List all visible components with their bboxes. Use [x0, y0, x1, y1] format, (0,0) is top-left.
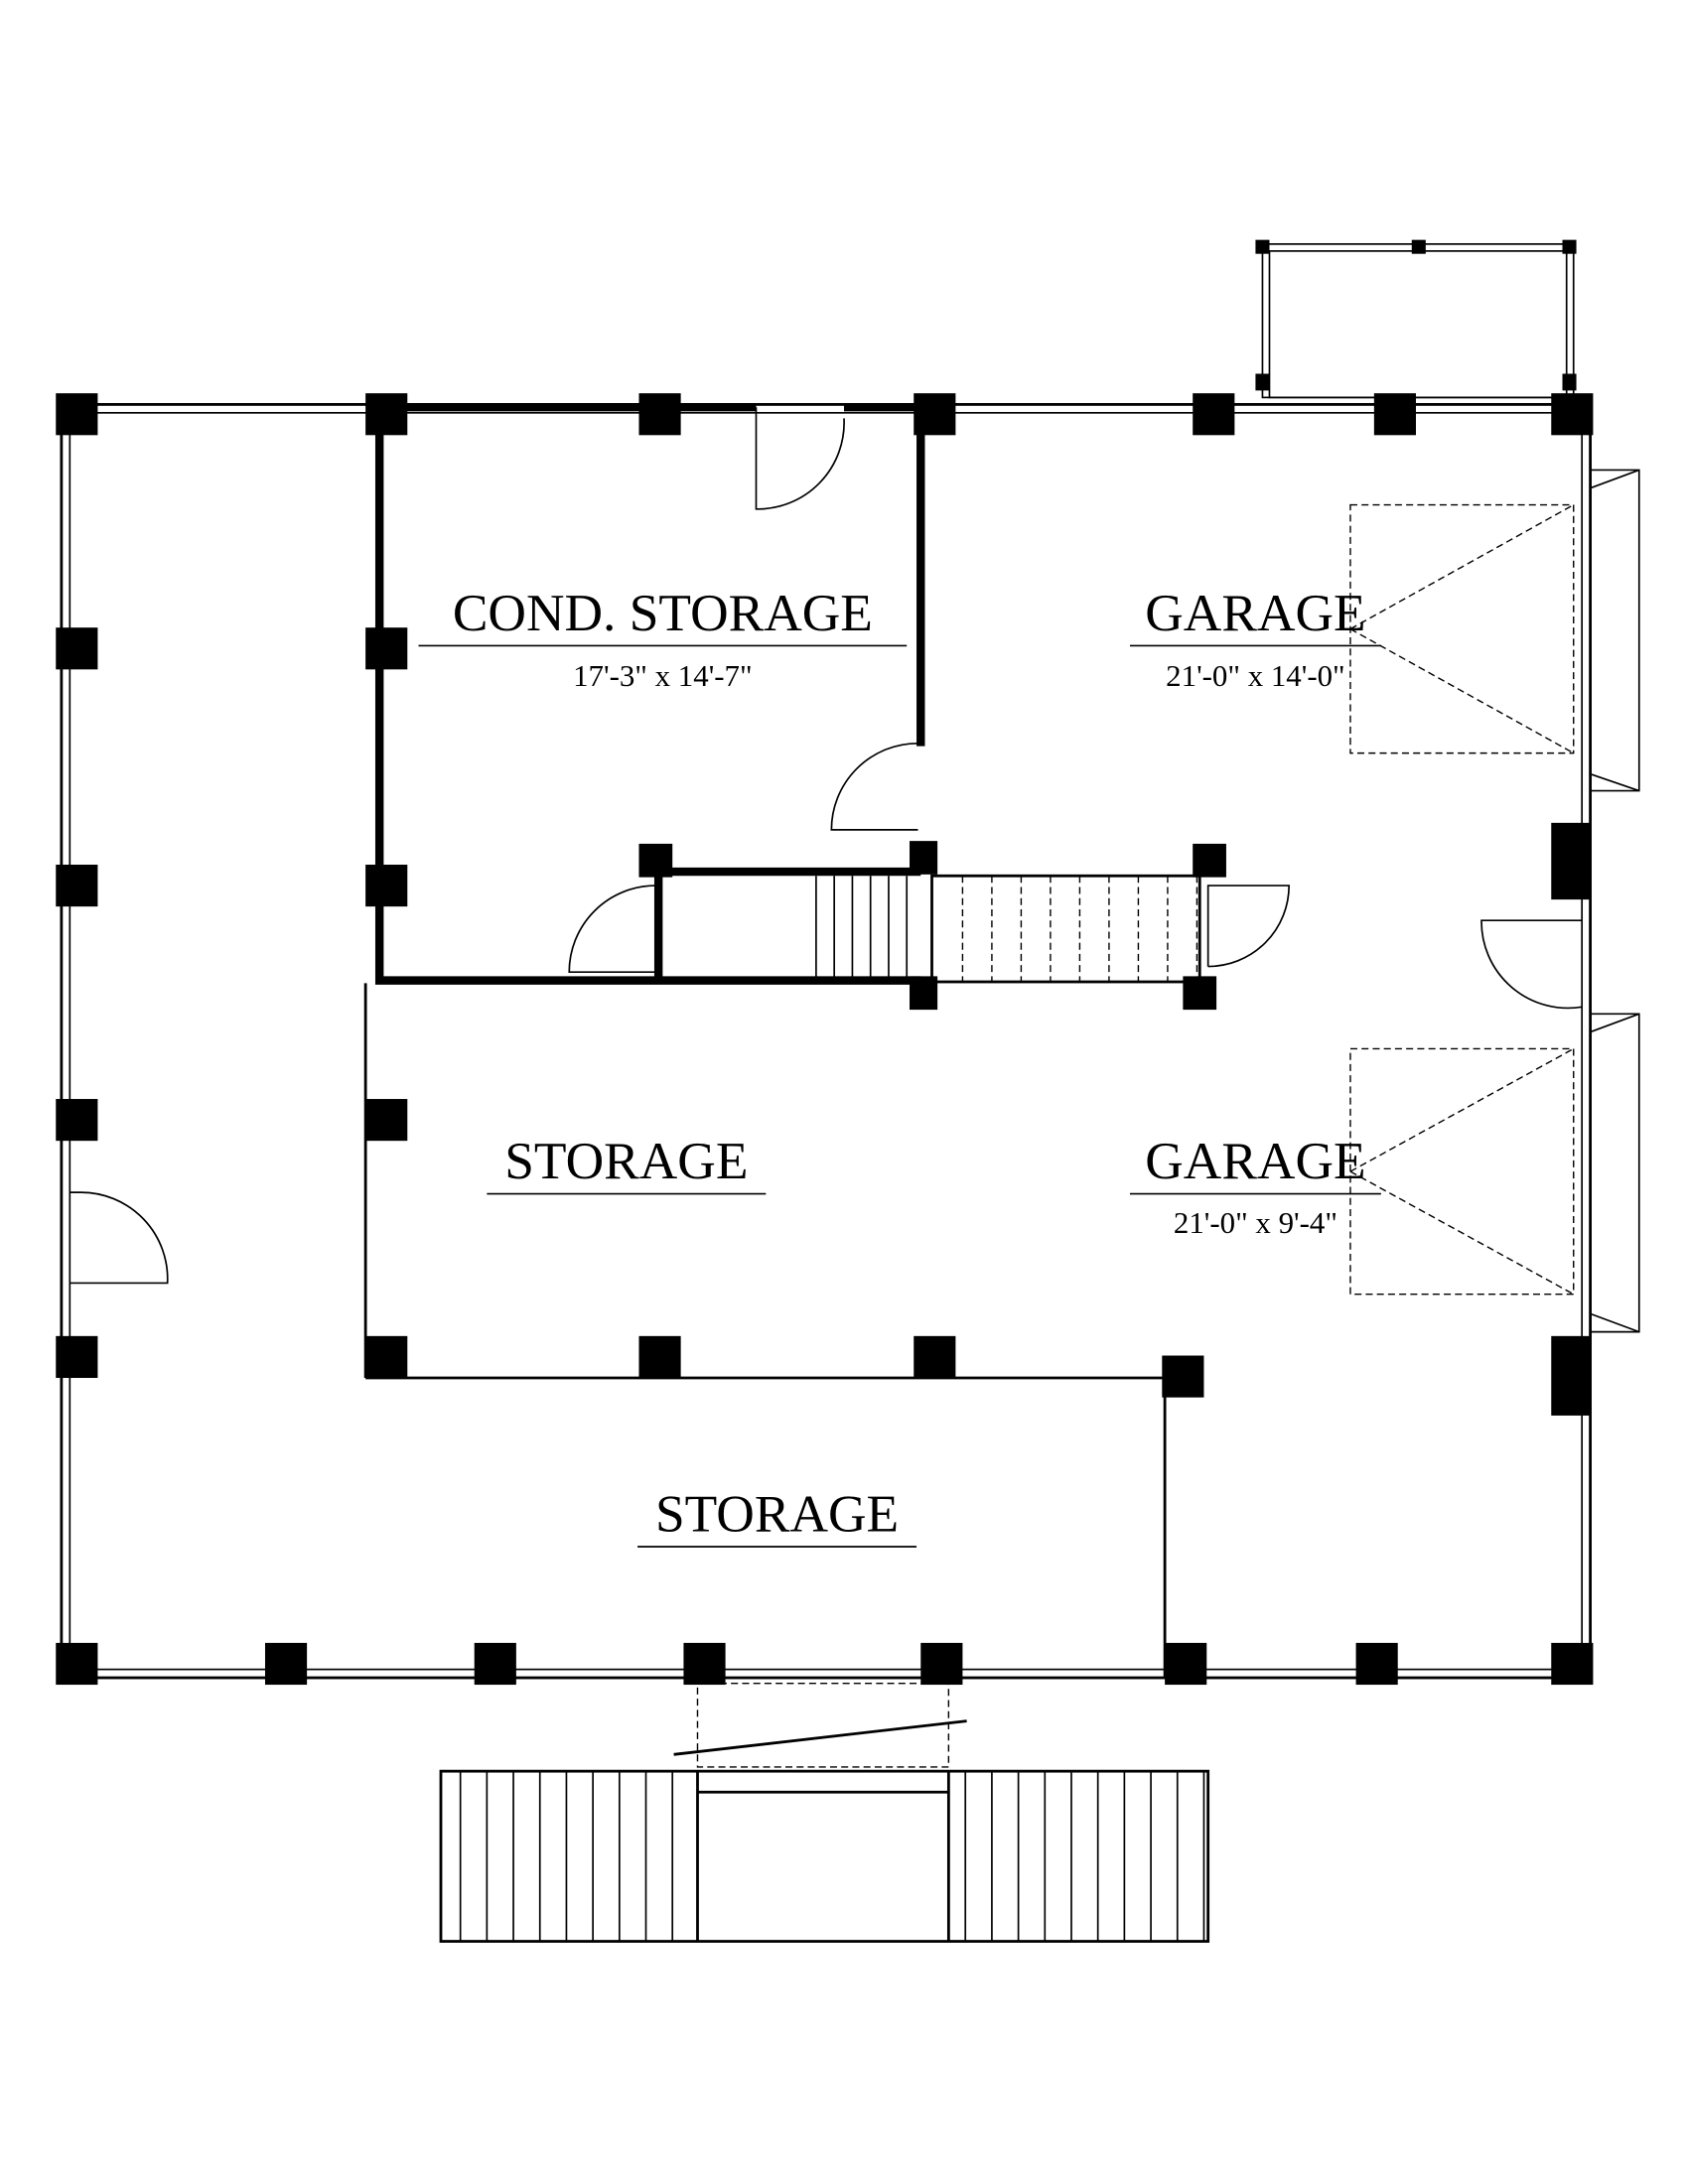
column — [914, 393, 956, 436]
room-size-garage-lower: 21'-0" x 9'-4" — [1174, 1205, 1337, 1240]
column — [474, 1642, 516, 1686]
column — [1255, 373, 1270, 391]
column — [910, 976, 938, 1011]
column — [365, 627, 408, 670]
storage-walls — [363, 983, 1167, 1679]
column — [1255, 239, 1270, 254]
column — [1551, 822, 1591, 900]
column — [1355, 1642, 1398, 1686]
cond-storage-walls — [374, 403, 925, 985]
column — [638, 843, 673, 878]
room-label-storage-middle: STORAGE — [504, 1131, 748, 1190]
column — [365, 1335, 408, 1378]
room-label-cond-storage: COND. STORAGE — [453, 583, 873, 642]
room-label-garage-upper: GARAGE — [1145, 583, 1365, 642]
column — [56, 1642, 98, 1686]
column — [1551, 1642, 1594, 1686]
room-size-cond-storage: 17'-3" x 14'-7" — [573, 658, 752, 693]
column — [56, 865, 98, 907]
column — [1183, 976, 1217, 1011]
column — [1162, 1355, 1204, 1398]
front-stairs — [439, 1682, 1210, 1943]
column — [683, 1642, 726, 1686]
column — [1562, 373, 1577, 391]
column — [1562, 239, 1577, 254]
column — [914, 1335, 956, 1378]
column — [365, 393, 408, 436]
column — [1193, 393, 1235, 436]
structural-columns — [56, 239, 1594, 1686]
exterior-wall — [60, 403, 1593, 1680]
column — [56, 627, 98, 670]
column — [1165, 1642, 1207, 1686]
room-label-garage-lower: GARAGE — [1145, 1131, 1365, 1190]
column — [910, 841, 938, 875]
column — [56, 1099, 98, 1142]
column — [264, 1642, 308, 1686]
room-label-storage-lower: STORAGE — [655, 1484, 899, 1544]
room-size-garage-upper: 21'-0" x 14'-0" — [1166, 658, 1345, 693]
column — [1551, 1335, 1591, 1416]
column — [1551, 393, 1594, 436]
column — [1373, 393, 1416, 436]
column — [56, 393, 98, 436]
column — [365, 865, 408, 907]
column — [56, 1335, 98, 1378]
column — [638, 1335, 681, 1378]
column — [1193, 843, 1226, 878]
column — [1411, 239, 1426, 254]
column — [365, 1099, 408, 1142]
garage-doors — [1349, 469, 1640, 1333]
interior-stair — [815, 874, 1201, 984]
column — [920, 1642, 963, 1686]
column — [638, 393, 681, 436]
rear-porch — [1261, 243, 1575, 399]
doors — [70, 407, 1583, 1285]
